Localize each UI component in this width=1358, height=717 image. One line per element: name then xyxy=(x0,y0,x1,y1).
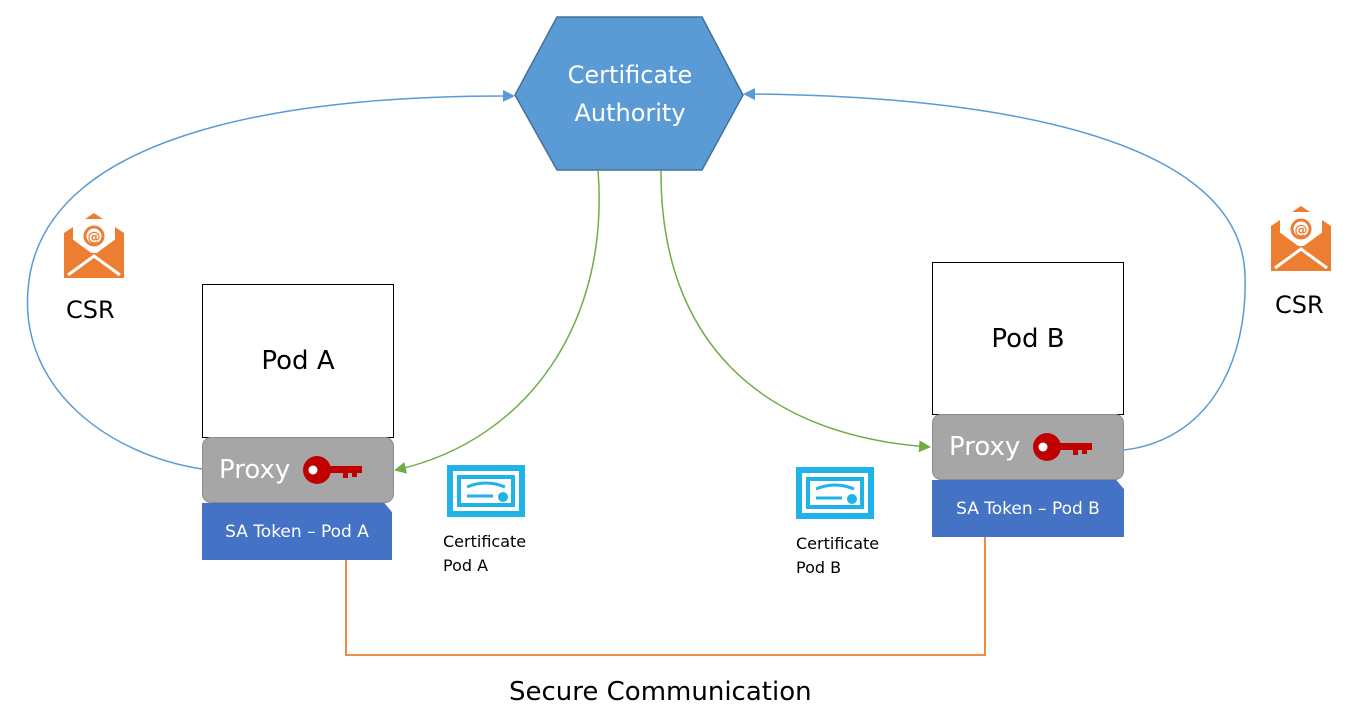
csr-label-pod-a: CSR xyxy=(66,296,115,324)
certificate-pod-a-label: Certificate Pod A xyxy=(443,530,526,578)
pod-a-box: Pod A xyxy=(202,284,394,438)
pod-b-title: Pod B xyxy=(991,323,1065,354)
certificate-arrow-pod-b xyxy=(660,169,931,453)
sa-token-pod-b: SA Token – Pod B xyxy=(932,480,1124,537)
secure-communication-arrow xyxy=(340,466,991,656)
key-icon xyxy=(1033,433,1093,461)
certificate-authority-hexagon xyxy=(514,16,744,171)
svg-text:@: @ xyxy=(88,230,101,245)
certificate-pod-a-line2: Pod A xyxy=(443,556,489,575)
email-envelope-icon: @ xyxy=(64,213,124,278)
certificate-icon xyxy=(796,467,874,519)
proxy-pod-b: Proxy xyxy=(932,414,1124,480)
certificate-authority-label: Certificate Authority xyxy=(530,56,730,132)
pod-b-box: Pod B xyxy=(932,262,1124,415)
certificate-pod-a-line1: Certificate xyxy=(443,532,527,551)
proxy-pod-a: Proxy xyxy=(202,437,394,503)
sa-token-pod-a-label: SA Token – Pod A xyxy=(225,521,369,542)
ca-label-line1: Certificate xyxy=(567,61,693,89)
svg-text:@: @ xyxy=(1295,223,1308,238)
csr-arrow-pod-b xyxy=(743,88,1246,451)
secure-communication-label: Secure Communication xyxy=(509,677,812,707)
ca-label-line2: Authority xyxy=(574,99,686,127)
pod-a-title: Pod A xyxy=(261,346,335,376)
certificate-arrow-pod-a xyxy=(394,169,600,474)
sa-token-pod-b-label: SA Token – Pod B xyxy=(956,498,1100,519)
proxy-pod-b-label: Proxy xyxy=(949,432,1021,462)
certificate-icon xyxy=(447,465,525,517)
certificate-pod-b-line2: Pod B xyxy=(796,558,842,577)
email-envelope-icon: @ xyxy=(1271,206,1331,271)
csr-label-pod-b: CSR xyxy=(1275,291,1324,319)
key-icon xyxy=(303,456,363,484)
csr-arrow-pod-a xyxy=(26,89,515,470)
certificate-pod-b-line1: Certificate xyxy=(796,534,880,553)
proxy-pod-a-label: Proxy xyxy=(219,455,291,485)
certificate-pod-b-label: Certificate Pod B xyxy=(796,532,879,580)
sa-token-pod-a: SA Token – Pod A xyxy=(202,503,392,560)
